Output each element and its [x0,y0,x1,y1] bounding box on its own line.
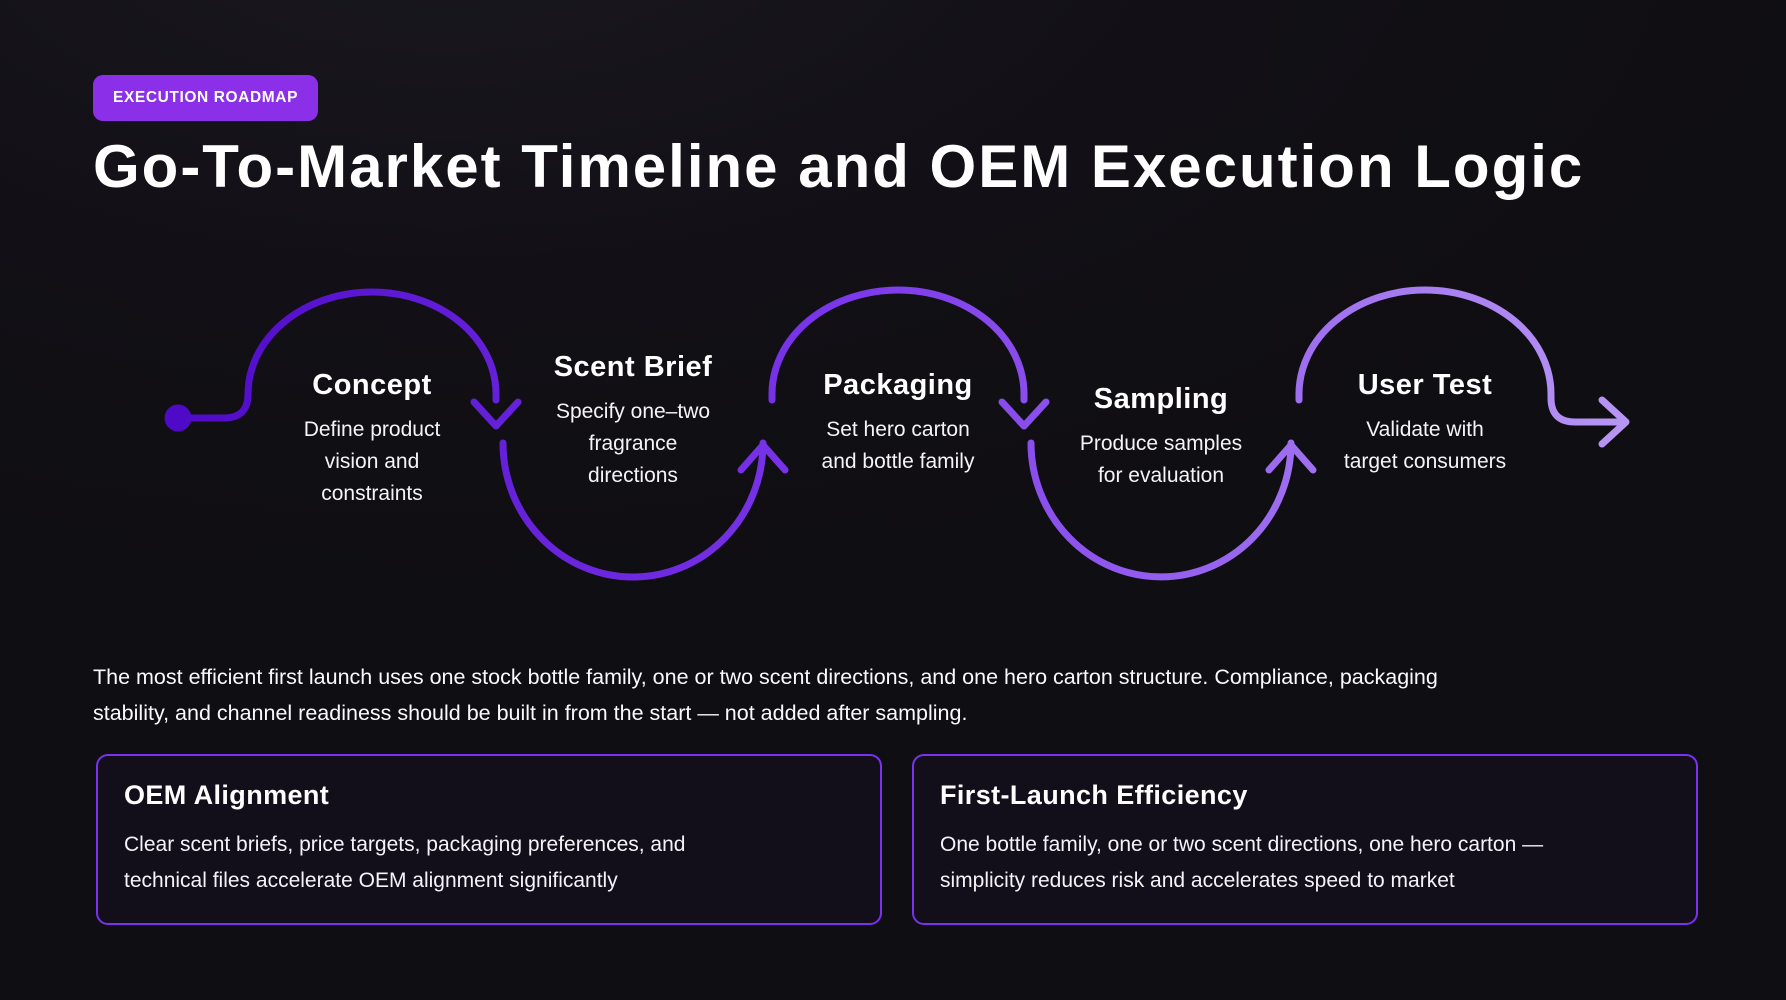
stage-user-test: User Test Validate with target consumers [1305,368,1545,478]
stage-description: Define product vision and constraints [303,418,441,505]
card-title: First-Launch Efficiency [940,780,1248,810]
arc-under-scent-brief [499,439,767,581]
card-oem-alignment: OEM Alignment Clear scent briefs, price … [96,754,882,925]
stage-title: Sampling [1093,383,1229,415]
arrow-right-icon [1598,396,1630,448]
stage-scent-brief: Scent Brief Specify one–two fragrance di… [513,350,753,492]
arrow-down-icon [470,398,522,430]
stage-description: Produce samples for evaluation [1079,432,1243,487]
stage-title: User Test [1357,369,1493,401]
stage-description: Validate with target consumers [1343,418,1507,473]
stage-description: Set hero carton and bottle family [821,418,975,473]
card-body: One bottle family, one or two scent dire… [940,833,1544,892]
intro-paragraph: The most efficient first launch uses one… [93,665,1438,725]
arrow-up-icon [1265,441,1317,474]
arc-over-user-test [1295,286,1626,426]
card-body: Clear scent briefs, price targets, packa… [124,833,686,892]
page-title: Go-To-Market Timeline and OEM Execution … [93,133,1585,200]
flow-wave-svg [164,286,1630,581]
stage-sampling: Sampling Produce samples for evaluation [1041,382,1281,492]
arc-under-sampling [1027,439,1295,581]
arrow-down-icon [998,398,1050,430]
arc-over-concept [186,288,500,422]
stage-title: Scent Brief [553,351,713,383]
stage-title: Concept [312,369,432,401]
arc-over-packaging [768,286,1028,404]
arrow-up-icon [737,441,789,474]
badge-label: EXECUTION ROADMAP [113,89,299,106]
stage-title: Packaging [823,369,973,401]
stage-concept: Concept Define product vision and constr… [252,368,492,510]
card-title: OEM Alignment [124,780,330,810]
execution-roadmap-badge: EXECUTION ROADMAP [93,75,319,121]
start-dot-icon [164,404,192,432]
card-first-launch-efficiency: First-Launch Efficiency One bottle famil… [912,754,1698,925]
stage-description: Specify one–two fragrance directions [555,400,711,487]
roadmap-flow-diagram: Concept Define product vision and constr… [0,250,1786,595]
stage-packaging: Packaging Set hero carton and bottle fam… [778,368,1018,478]
